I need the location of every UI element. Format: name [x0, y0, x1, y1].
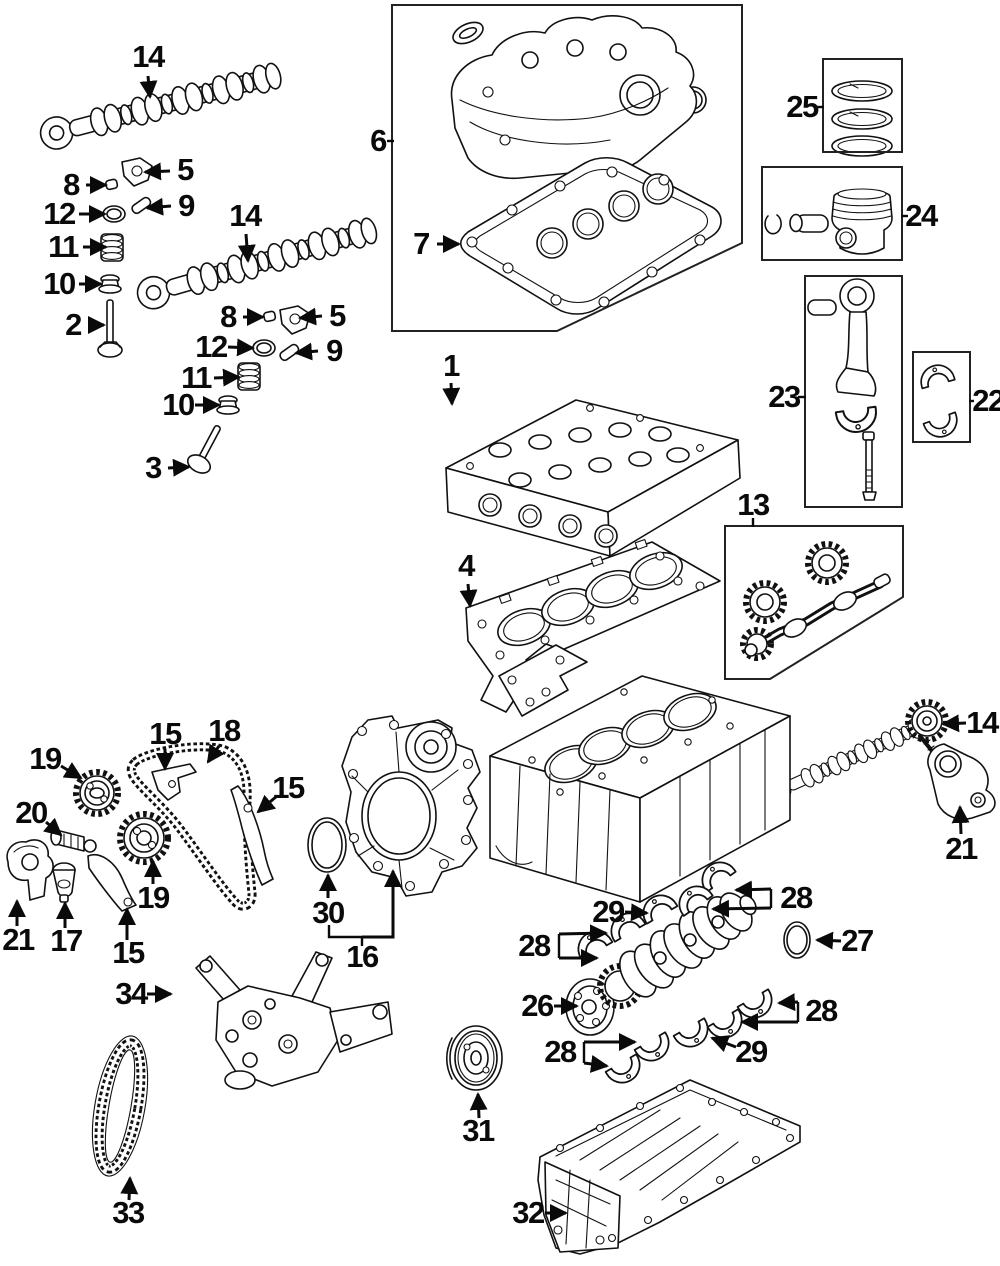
crankshaft [565, 892, 757, 1036]
callout-14: 14 [229, 198, 262, 233]
intake-valve [97, 299, 123, 358]
oil-pump [195, 951, 393, 1090]
crankshaft-rear-seal [783, 921, 811, 959]
rod-bearings [916, 360, 963, 443]
callout-14: 14 [966, 705, 999, 740]
timing-case-gasket [498, 644, 588, 717]
lash-adjuster [131, 196, 152, 215]
callout-23: 23 [768, 379, 801, 414]
valve-spring [237, 362, 261, 391]
oil-pan [537, 1079, 801, 1255]
callout-13: 13 [737, 487, 770, 522]
callout-18: 18 [208, 713, 241, 748]
callout-28: 28 [780, 880, 813, 915]
callout-12: 12 [195, 329, 228, 364]
exhaust-valve [186, 425, 221, 474]
callout-1: 1 [443, 348, 460, 383]
callout-11: 11 [181, 360, 212, 395]
callout-2: 2 [65, 307, 82, 342]
callout-22: 22 [972, 383, 1000, 418]
cam-sprocket-lower [117, 811, 171, 865]
chain-guide-rail-left [87, 854, 137, 912]
callout-19: 19 [29, 741, 62, 776]
rocker-arm [121, 157, 153, 187]
camshaft-right [764, 699, 949, 806]
valve-spring [100, 233, 124, 262]
chain-guide-rail-right [230, 785, 274, 886]
valve-keeper [105, 178, 119, 191]
callout-5: 5 [329, 298, 346, 333]
callout-5: 5 [177, 152, 194, 187]
callout-29: 29 [735, 1034, 768, 1069]
piston [764, 188, 893, 255]
callout-12: 12 [43, 196, 76, 231]
valve-keeper [263, 310, 277, 323]
valve-stem-seal-ring [102, 205, 126, 223]
tensioner-bolt [50, 828, 97, 853]
callout-32: 32 [512, 1195, 545, 1230]
valve-cover [450, 15, 707, 180]
callout-4: 4 [458, 548, 475, 583]
valve-cover-gasket [459, 156, 722, 315]
rocker-arm [279, 305, 311, 335]
valve-stem-seal-ring [252, 339, 276, 357]
crankshaft-front-seal [307, 817, 347, 873]
callout-20: 20 [15, 795, 48, 830]
engine-block [489, 675, 791, 903]
callout-27: 27 [841, 923, 874, 958]
lash-adjuster [279, 343, 300, 362]
callout-17: 17 [50, 923, 83, 958]
callout-10: 10 [162, 387, 195, 422]
piston-rings [831, 80, 893, 157]
callout-16: 16 [346, 939, 379, 974]
callout-33: 33 [112, 1195, 145, 1230]
callout-21: 21 [945, 831, 978, 866]
callout-34: 34 [115, 976, 148, 1011]
connecting-rod [807, 278, 880, 501]
cylinder-head [445, 399, 741, 557]
crankshaft-pulley [445, 1025, 503, 1091]
callout-28: 28 [518, 928, 551, 963]
callout-9: 9 [326, 333, 343, 368]
camshaft-actuator [918, 734, 996, 820]
callout-10: 10 [43, 266, 76, 301]
callout-29: 29 [592, 894, 625, 929]
callout-14: 14 [132, 39, 165, 74]
cam-sprocket-upper [73, 769, 121, 817]
callout-21: 21 [2, 922, 35, 957]
callout-15: 15 [149, 716, 182, 751]
callout-8: 8 [220, 299, 237, 334]
callout-8: 8 [63, 167, 80, 202]
callout-30: 30 [312, 895, 345, 930]
balance-shaft [740, 541, 891, 661]
timing-chain [126, 742, 257, 911]
callout-6: 6 [370, 123, 387, 158]
oil-pump-chain [91, 1035, 149, 1177]
callout-3: 3 [145, 450, 162, 485]
callout-28: 28 [805, 993, 838, 1028]
callout-9: 9 [178, 188, 195, 223]
callout-11: 11 [48, 229, 79, 264]
callout-24: 24 [905, 198, 938, 233]
callout-25: 25 [786, 89, 819, 124]
callout-15: 15 [272, 770, 305, 805]
tensioner-plunger [52, 862, 76, 903]
callout-28: 28 [544, 1034, 577, 1069]
spring-retainer [98, 274, 122, 294]
timing-cover [341, 715, 481, 897]
callout-15: 15 [112, 935, 145, 970]
callout-26: 26 [521, 988, 554, 1023]
callout-31: 31 [462, 1113, 495, 1148]
spring-retainer [216, 395, 240, 415]
chain-guide-top [151, 763, 197, 801]
callout-7: 7 [413, 226, 430, 261]
chain-tensioner-left [6, 839, 54, 901]
callout-19: 19 [137, 880, 170, 915]
